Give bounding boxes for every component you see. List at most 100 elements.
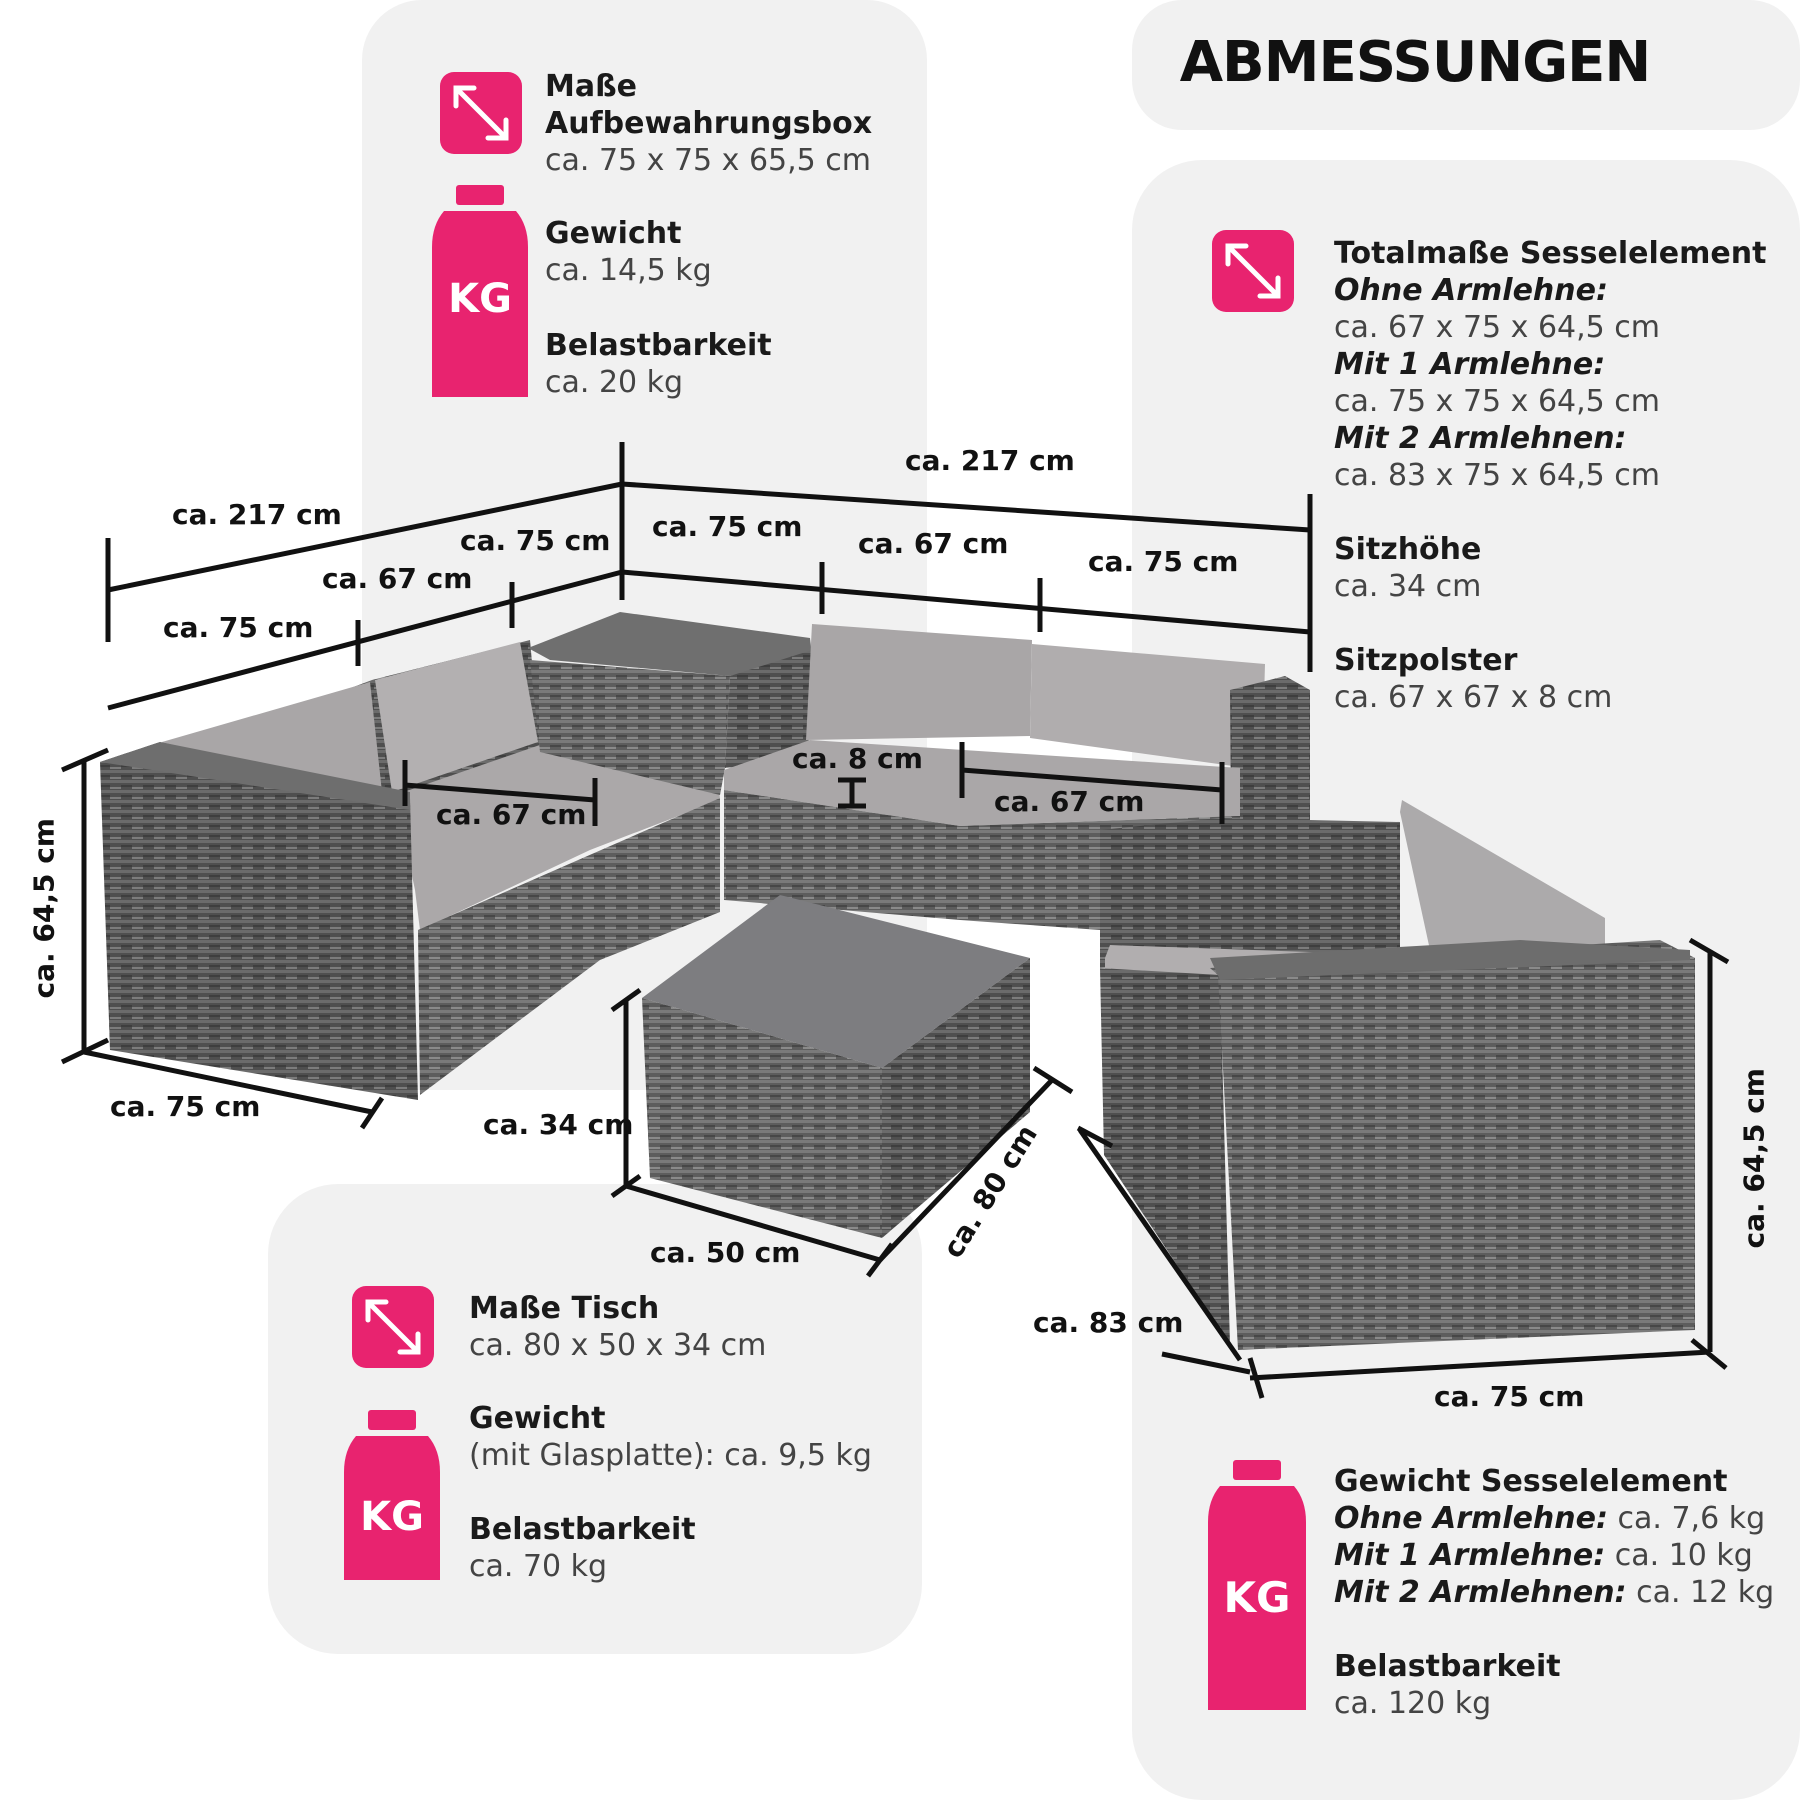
kg-label: KG — [448, 276, 512, 322]
storage-box-load-value: ca. 20 kg — [545, 365, 684, 400]
back-sofa-backrest-cushion-1 — [806, 624, 1032, 740]
chair-weight-heading: Gewicht Sesselelement — [1334, 1464, 1728, 1499]
dim-label-depth-left: ca. 75 cm — [110, 1090, 261, 1123]
armchair-arm-top — [1210, 940, 1690, 980]
dim-line-chair-depth — [1249, 1349, 1711, 1381]
chair-weight-opt2-label: Mit 1 Armlehne: — [1334, 1538, 1606, 1573]
table-weight-value: (mit Glasplatte): ca. 9,5 kg — [469, 1438, 872, 1473]
storage-box-dim-value: ca. 75 x 75 x 65,5 cm — [545, 143, 872, 178]
dim-label-left-seg3: ca. 75 cm — [460, 524, 611, 557]
dim-line-left-total — [107, 481, 623, 593]
storage-box-dim-heading1: Maße — [545, 69, 638, 104]
table-dim-value: ca. 80 x 50 x 34 cm — [469, 1328, 767, 1363]
dim-label-left-seg1: ca. 75 cm — [163, 611, 314, 644]
dim-label-cushion-thickness: ca. 8 cm — [792, 742, 923, 775]
dim-line-right-total — [621, 481, 1311, 533]
chair-weight-opt3-label: Mit 2 Armlehnen: — [1334, 1575, 1627, 1610]
dim-label-right-total: ca. 217 cm — [905, 444, 1075, 477]
cushion-heading: Sitzpolster — [1334, 643, 1518, 678]
chair-cushion: Sitzpolster ca. 67 x 67 x 8 cm — [1334, 642, 1612, 716]
dim-line-table-length — [878, 1078, 1054, 1262]
dim-label-left-total: ca. 217 cm — [172, 498, 342, 531]
dim-tick — [1688, 937, 1730, 965]
kg-weight-icon: KG — [1208, 1460, 1306, 1710]
storage-box-load: Belastbarkeit ca. 20 kg — [545, 327, 772, 401]
chair-opt2-value: ca. 75 x 75 x 64,5 cm — [1334, 384, 1661, 419]
chair-opt3-label: Mit 2 Armlehnen: — [1334, 421, 1627, 456]
kg-weight-icon: KG — [344, 1410, 440, 1580]
dim-label-chair-height: ca. 64,5 cm — [1737, 1068, 1771, 1249]
armchair-back — [1100, 818, 1400, 968]
dim-label-right-seg1: ca. 75 cm — [652, 510, 803, 543]
coffee-table — [642, 895, 1030, 1238]
dim-tick — [1161, 1351, 1251, 1375]
chair-load: Belastbarkeit ca. 120 kg — [1334, 1648, 1561, 1722]
armchair — [1100, 800, 1695, 1350]
panel-title — [1132, 0, 1800, 130]
storage-box-load-heading: Belastbarkeit — [545, 328, 772, 363]
left-sofa-seat-cushion — [395, 738, 720, 930]
coffee-table-front — [642, 998, 882, 1238]
chair-seat-height: Sitzhöhe ca. 34 cm — [1334, 531, 1481, 605]
armchair-arm-front — [1210, 940, 1695, 1350]
left-sofa-arm-end — [100, 742, 418, 1100]
coffee-table-top — [642, 895, 1030, 1068]
dimension-arrows-icon — [440, 72, 522, 154]
armchair-left-face — [1100, 968, 1230, 1345]
chair-opt1-label: Ohne Armlehne: — [1334, 273, 1608, 308]
dim-label-right-seg2: ca. 67 cm — [858, 527, 1009, 560]
dim-label-chair-depth: ca. 75 cm — [1434, 1380, 1585, 1413]
table-load: Belastbarkeit ca. 70 kg — [469, 1511, 696, 1585]
chair-opt2-label: Mit 1 Armlehne: — [1334, 347, 1606, 382]
left-sofa-arm-top — [100, 742, 410, 810]
storage-box-dim-heading2: Aufbewahrungsbox — [545, 106, 873, 141]
dim-label-height-left: ca. 64,5 cm — [27, 818, 61, 999]
back-sofa-backrest-cushion-2 — [1030, 644, 1265, 770]
dim-label-cushion-left: ca. 67 cm — [436, 798, 587, 831]
storage-box-weight-value: ca. 14,5 kg — [545, 253, 712, 288]
dim-tick — [359, 1096, 385, 1130]
table-weight-heading: Gewicht — [469, 1401, 606, 1436]
kg-label: KG — [360, 1494, 424, 1540]
dim-line-cushion-left — [404, 782, 596, 803]
dimension-arrows-icon — [1212, 230, 1294, 312]
table-load-heading: Belastbarkeit — [469, 1512, 696, 1547]
table-dimensions: Maße Tisch ca. 80 x 50 x 34 cm — [469, 1290, 766, 1364]
chair-weight: Gewicht Sesselelement Ohne Armlehne: ca.… — [1334, 1463, 1774, 1611]
dim-tick — [610, 987, 642, 1013]
chair-weight-opt2-value: ca. 10 kg — [1605, 1538, 1753, 1573]
storage-box-front — [530, 660, 730, 795]
chair-load-value: ca. 120 kg — [1334, 1686, 1492, 1721]
storage-box-weight-heading: Gewicht — [545, 216, 682, 251]
storage-box-side — [725, 650, 812, 768]
left-sofa-front-face — [418, 798, 720, 1095]
chair-weight-opt3-value: ca. 12 kg — [1626, 1575, 1775, 1610]
chair-weight-opt1-value: ca. 7,6 kg — [1607, 1501, 1766, 1536]
chair-weight-opt1-label: Ohne Armlehne: — [1334, 1501, 1608, 1536]
chair-dim-heading: Totalmaße Sesselelement — [1334, 236, 1767, 271]
storage-box — [528, 612, 812, 795]
dim-tick — [1690, 1338, 1728, 1370]
dim-label-chair-width: ca. 83 cm — [1033, 1306, 1184, 1339]
dim-label-cushion-right: ca. 67 cm — [994, 785, 1145, 818]
dim-line-cushion-right — [961, 767, 1223, 793]
table-load-value: ca. 70 kg — [469, 1549, 608, 1584]
kg-weight-icon: KG — [432, 185, 528, 397]
coffee-table-side — [882, 958, 1030, 1238]
chair-opt3-value: ca. 83 x 75 x 64,5 cm — [1334, 458, 1661, 493]
cushion-value: ca. 67 x 67 x 8 cm — [1334, 680, 1613, 715]
dim-label-right-seg3: ca. 75 cm — [1088, 545, 1239, 578]
dim-line-depth-left — [83, 1049, 373, 1115]
dimension-lines — [60, 442, 1730, 1399]
seat-height-heading: Sitzhöhe — [1334, 532, 1482, 567]
table-dim-heading: Maße Tisch — [469, 1291, 660, 1326]
dim-label-table-width: ca. 50 cm — [650, 1236, 801, 1269]
chair-opt1-value: ca. 67 x 75 x 64,5 cm — [1334, 310, 1661, 345]
chair-load-heading: Belastbarkeit — [1334, 1649, 1561, 1684]
left-sofa-backrest-cushion-2 — [375, 642, 538, 792]
dim-label-left-seg2: ca. 67 cm — [322, 562, 473, 595]
dim-line-table-width — [625, 1183, 881, 1263]
dim-label-table-height: ca. 34 cm — [483, 1108, 634, 1141]
dim-line-left-segments — [107, 569, 623, 711]
